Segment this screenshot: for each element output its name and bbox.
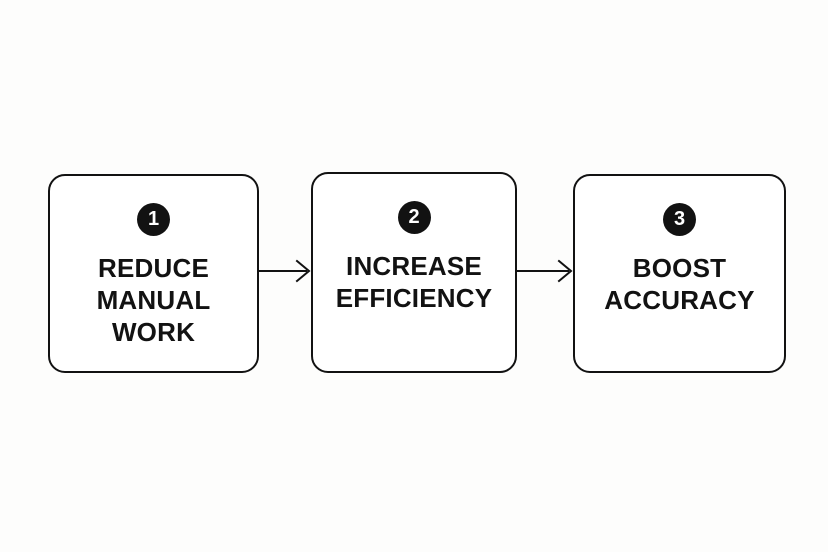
step-number-badge-1: 1 bbox=[137, 203, 170, 236]
process-step-1: 1 REDUCE MANUAL WORK bbox=[48, 174, 259, 373]
step-label-1: REDUCE MANUAL WORK bbox=[50, 252, 257, 348]
step-label-2-line-2: EFFICIENCY bbox=[335, 283, 493, 313]
step-label-2-line-1: INCREASE bbox=[346, 251, 482, 281]
process-step-3: 3 BOOST ACCURACY bbox=[573, 174, 786, 373]
step-label-1-line-3: WORK bbox=[111, 317, 196, 347]
step-number-badge-2: 2 bbox=[397, 201, 431, 234]
step-label-1-line-1: REDUCE bbox=[98, 253, 209, 283]
step-number-badge-3: 3 bbox=[663, 203, 696, 236]
step-label-3-line-1: BOOST bbox=[632, 253, 727, 283]
arrow-right-icon bbox=[257, 259, 311, 283]
connector-step1-to-step2 bbox=[257, 256, 313, 286]
process-step-2: 2 INCREASE EFFICIENCY bbox=[311, 172, 517, 373]
arrow-right-icon bbox=[515, 259, 573, 283]
step-label-3-line-2: ACCURACY bbox=[604, 285, 755, 315]
step-label-2: INCREASE EFFICIENCY bbox=[313, 250, 515, 314]
step-label-3: BOOST ACCURACY bbox=[575, 252, 784, 316]
step-label-1-line-2: MANUAL bbox=[96, 285, 211, 315]
connector-step2-to-step3 bbox=[515, 256, 575, 286]
